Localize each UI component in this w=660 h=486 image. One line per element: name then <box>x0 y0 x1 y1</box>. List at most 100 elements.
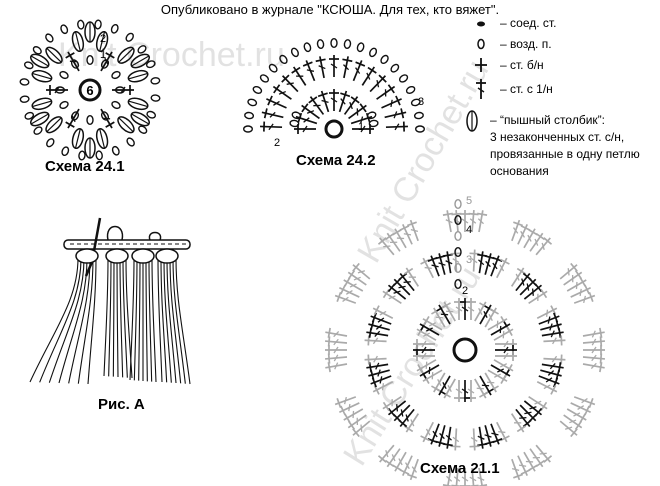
chain-stitch <box>259 74 270 83</box>
double-crochet-stitch <box>288 63 311 89</box>
double-crochet-stitch <box>571 290 598 309</box>
double-crochet-stitch <box>370 376 396 398</box>
double-crochet-stitch <box>300 57 321 84</box>
scheme-21-1: 5 4 3 2 <box>323 195 607 486</box>
double-crochet-stitch <box>382 106 409 124</box>
double-crochet-stitch <box>417 255 439 281</box>
fringe-strand <box>133 257 138 381</box>
chain-stitch <box>398 74 409 83</box>
scheme-24-1: 6 2 1 <box>19 19 161 161</box>
double-crochet-stitch <box>389 400 415 426</box>
double-crochet-stitch <box>449 427 463 452</box>
legend-item: – ст. с 1/н <box>462 78 553 100</box>
row-label: 1 <box>100 49 106 61</box>
row-label: 3 <box>418 96 424 108</box>
puff-stitch <box>114 43 138 67</box>
double-crochet-stitch <box>582 344 606 356</box>
double-crochet-stitch <box>389 274 415 300</box>
double-crochet-stitch <box>525 286 551 309</box>
puff-stitch <box>126 95 150 113</box>
tassel-knot <box>105 248 129 264</box>
tassel-knot <box>155 248 179 264</box>
chain-stitch <box>115 86 126 94</box>
chain-stitch <box>77 19 85 30</box>
center-count-label: 6 <box>86 83 93 98</box>
chain-stitch <box>61 146 70 157</box>
double-crochet-stitch <box>494 350 518 362</box>
double-crochet-stitch <box>332 391 359 410</box>
puff-stitch <box>42 113 66 137</box>
row-label: 2 <box>100 33 106 45</box>
double-crochet-stitch <box>467 427 481 452</box>
double-crochet-stitch <box>314 54 330 80</box>
puff-stitch <box>69 126 86 151</box>
double-crochet-stitch <box>401 410 424 436</box>
chain-stitch <box>289 119 300 128</box>
row-label: 5 <box>466 195 472 207</box>
double-crochet-stitch <box>378 93 405 114</box>
double-crochet-stitch <box>518 225 541 252</box>
double-crochet-stitch <box>515 274 541 300</box>
double-crochet-stitch <box>581 351 607 365</box>
fringe-strand <box>108 257 112 377</box>
tassel-knot <box>75 248 99 264</box>
double-crochet-stitch <box>515 400 541 426</box>
double-crochet-stitch <box>332 290 359 309</box>
chain-stitch <box>70 59 80 69</box>
puff-stitch <box>69 29 86 54</box>
chain-stitch <box>454 246 462 257</box>
double-crochet-stitch <box>269 81 296 105</box>
chain-stitch <box>150 94 161 102</box>
figure-a-caption: Рис. А <box>98 396 145 413</box>
chain-stitch <box>279 54 288 65</box>
chain-stitch <box>23 61 34 70</box>
chain-stitch <box>356 42 365 53</box>
chain-stitch <box>150 77 161 85</box>
double-crochet-stitch <box>506 264 529 290</box>
chain-stitch <box>146 110 157 119</box>
double-crochet-stitch <box>465 297 477 321</box>
double-crochet-stitch <box>491 419 513 445</box>
row-label: 2 <box>462 285 468 297</box>
double-crochet-stitch <box>347 57 368 84</box>
chain-stitch <box>19 78 30 86</box>
puff-stitch <box>114 113 138 137</box>
fringe-strand <box>39 257 82 383</box>
double-crochet-stitch <box>581 358 607 374</box>
puff-stitch-icon <box>462 109 482 133</box>
chain-stitch <box>252 85 263 94</box>
chain-stitch <box>303 42 312 53</box>
double-crochet-stitch <box>363 352 388 366</box>
fringe-strand <box>112 257 115 377</box>
chain-stitch <box>380 54 389 65</box>
chain-stitch <box>111 145 120 156</box>
chain-stitch <box>46 138 55 148</box>
chain-stitch <box>78 150 86 161</box>
scheme-24-2-stitches <box>242 38 426 135</box>
double-crochet-stitch <box>412 338 436 350</box>
legend-item: – возд. п. <box>462 35 552 53</box>
chain-stitch <box>111 70 121 80</box>
double-crochet-stitch <box>506 456 525 483</box>
double-crochet-stitch <box>512 221 533 248</box>
double-crochet-stitch <box>581 335 607 349</box>
double-crochet-stitch <box>401 264 424 290</box>
fringe-strand <box>119 257 124 378</box>
chain-stitch <box>454 198 462 209</box>
chain-stitch <box>247 98 258 107</box>
double-crochet-stitch <box>417 419 439 445</box>
chain-stitch <box>94 19 102 30</box>
double-crochet-stitch <box>491 255 513 281</box>
double-crochet-stitch <box>581 326 607 342</box>
double-crochet-stitch <box>340 274 367 297</box>
chain-stitch <box>59 100 69 110</box>
chain-stitch <box>110 23 119 34</box>
row-label: 4 <box>466 224 472 236</box>
page-header: Опубликовано в журнале "КСЮША. Для тех, … <box>160 2 500 17</box>
double-crochet-stitch <box>453 379 465 403</box>
double-crochet-stitch <box>323 358 349 374</box>
fringe-strand <box>29 257 79 383</box>
chain-stitch <box>70 111 80 121</box>
legend-item: – соед. ст. <box>462 14 556 32</box>
chain-stitch <box>137 45 147 54</box>
